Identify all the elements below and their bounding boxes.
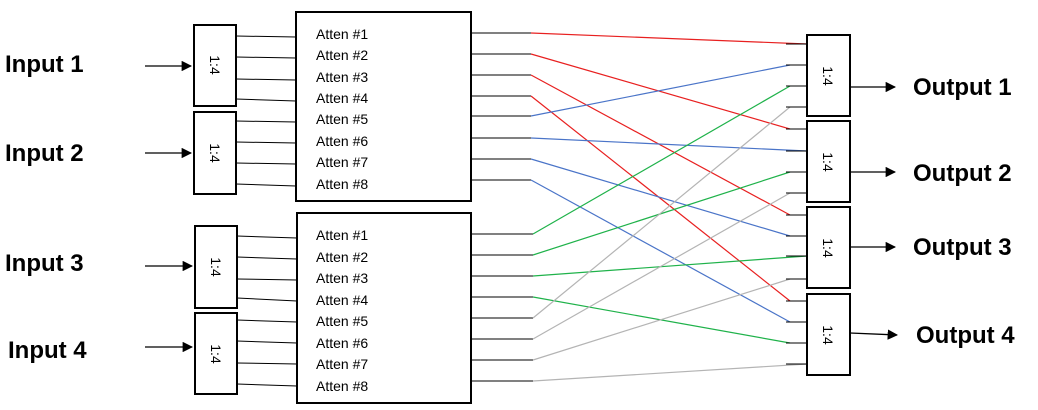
atten-block-1: Atten #1 Atten #2 Atten #3 Atten #4 Atte… (295, 11, 472, 202)
atten-2-6: Atten #6 (316, 335, 368, 351)
atten-out-stubs-bottom (471, 233, 533, 382)
atten-2-4: Atten #4 (316, 292, 368, 308)
atten-1-5: Atten #5 (316, 111, 368, 127)
atten-1-7: Atten #7 (316, 154, 368, 170)
output-1-label: Output 1 (913, 74, 1012, 101)
output-splitter-1: 1:4 (806, 34, 851, 117)
output-4-label: Output 4 (916, 322, 1015, 349)
splitter-to-atten-lines-top (235, 35, 297, 187)
input-splitter-3-label: 1:4 (208, 257, 224, 277)
input-1-label: Input 1 (5, 51, 84, 78)
atten-1-4: Atten #4 (316, 90, 368, 106)
input-splitter-1: 1:4 (193, 24, 237, 107)
atten-2-2: Atten #2 (316, 249, 368, 265)
input-3-label: Input 3 (5, 250, 84, 277)
output-2-label: Output 2 (913, 160, 1012, 187)
atten-2-1: Atten #1 (316, 227, 368, 243)
green-wires (532, 85, 808, 344)
atten-block-2: Atten #1 Atten #2 Atten #3 Atten #4 Atte… (296, 212, 472, 404)
blue-wires (530, 64, 808, 323)
output-splitter-2-label: 1:4 (820, 152, 836, 172)
input-splitter-4-label: 1:4 (208, 344, 224, 364)
input-splitter-2: 1:4 (193, 111, 237, 195)
input-4-label: Input 4 (8, 337, 87, 364)
output-splitter-3: 1:4 (806, 206, 851, 289)
output-splitter-1-label: 1:4 (820, 66, 836, 86)
red-wires (530, 32, 808, 302)
output-splitter-4-label: 1:4 (820, 325, 836, 345)
output-splitter-3-label: 1:4 (820, 238, 836, 258)
splitter-to-atten-lines-bottom (236, 235, 298, 387)
input-2-label: Input 2 (5, 140, 84, 167)
atten-2-8: Atten #8 (316, 378, 368, 394)
output-4-arrow (849, 329, 899, 340)
input-splitter-4: 1:4 (194, 312, 238, 395)
atten-out-stubs-top (471, 32, 531, 181)
output-splitter-4: 1:4 (806, 293, 851, 376)
atten-1-6: Atten #6 (316, 133, 368, 149)
atten-2-3: Atten #3 (316, 270, 368, 286)
atten-1-2: Atten #2 (316, 47, 368, 63)
input-splitter-1-label: 1:4 (207, 55, 223, 75)
output-3-label: Output 3 (913, 234, 1012, 261)
input-splitter-3: 1:4 (194, 225, 238, 309)
atten-1-3: Atten #3 (316, 69, 368, 85)
output-splitter-2: 1:4 (806, 120, 851, 203)
atten-1-1: Atten #1 (316, 26, 368, 42)
atten-2-7: Atten #7 (316, 356, 368, 372)
atten-1-8: Atten #8 (316, 176, 368, 192)
input-splitter-2-label: 1:4 (207, 143, 223, 163)
output-splitter-stubs (786, 43, 807, 365)
atten-2-5: Atten #5 (316, 313, 368, 329)
gray-wires (532, 106, 808, 382)
